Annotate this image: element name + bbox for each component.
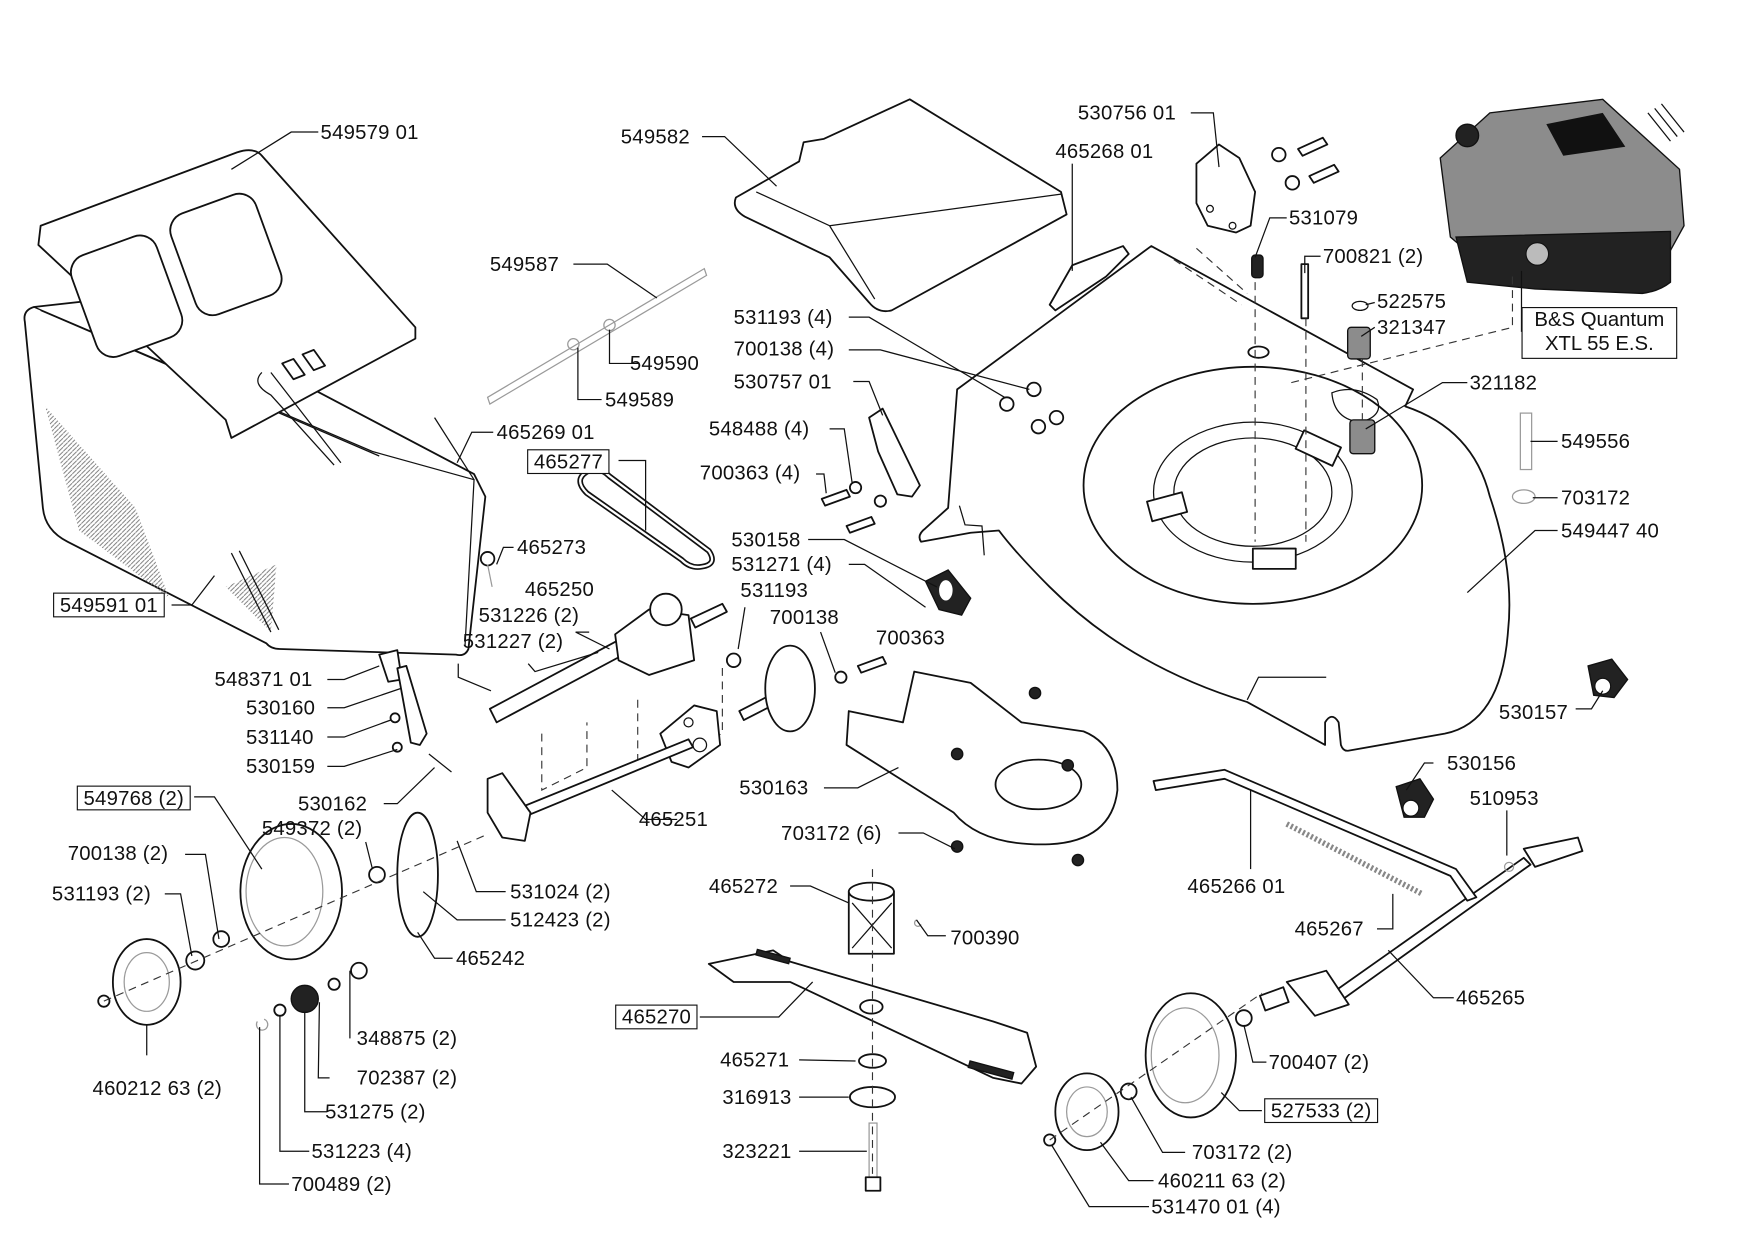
part-label: 700407 (2) [1268,1050,1370,1074]
part-label: 531275 (2) [325,1100,426,1124]
part-label: 465250 [524,577,594,601]
engine-bracket [1173,136,1340,306]
part-label: 530756 01 [1077,101,1176,125]
part-label-boxed: 549591 01 [53,592,165,618]
wheel-caps [1395,658,1629,818]
part-label: 700363 [875,626,946,650]
gearbox [488,592,728,792]
part-label: 548488 (4) [708,417,810,441]
front-axle-plate [486,644,887,842]
part-label: 465273 [516,536,587,559]
part-label: 549447 40 [1560,519,1660,542]
part-label: 549589 [604,388,675,411]
part-label: 530163 [739,776,809,800]
part-label: 465266 01 [1187,874,1286,898]
part-label: 531193 (4) [733,305,833,329]
part-label: 465265 [1456,986,1526,1010]
part-label: 703172 (6) [781,821,882,845]
part-label: 702387 (2) [356,1066,458,1090]
handle-rod [486,267,708,406]
part-label: 348875 (2) [356,1027,458,1050]
part-label: 549372 (2) [261,817,363,840]
part-label: 531140 [246,725,314,749]
blade [707,869,1038,1192]
part-label: 549556 [1560,430,1631,453]
part-label: 530160 [246,696,316,719]
part-label: 522575 [1377,290,1447,313]
height-lever [378,551,496,773]
part-label: 321347 [1377,316,1447,339]
spring [1285,821,1424,897]
part-label: 531271 (4) [731,553,832,576]
part-label: 530162 [297,792,368,815]
part-label: 531079 [1288,206,1359,230]
part-label: 531223 (4) [311,1139,413,1163]
part-label: 530157 [1498,700,1569,724]
part-label: 549587 [489,252,560,276]
part-label: 460211 63 (2) [1158,1169,1286,1192]
part-label: 531193 [740,579,809,602]
part-label: 700390 [950,926,1020,950]
bolt-hardware [1251,254,1536,542]
engine-model-label: B&S Quantum XTL 55 E.S. [1521,307,1678,359]
part-label: 316913 [722,1085,792,1109]
part-label: 465268 01 [1055,139,1154,163]
part-label: 465271 [720,1048,790,1072]
part-label: 465267 [1294,917,1364,941]
part-label: 703172 [1560,486,1631,510]
part-label: 323221 [722,1139,792,1163]
part-label: 460212 63 (2) [92,1076,223,1100]
part-label: 549579 01 [320,120,419,144]
part-label: 530158 [731,528,801,551]
part-label: 465272 [708,874,778,898]
part-label: 700363 (4) [699,461,801,485]
part-label: 548371 01 [214,668,313,691]
grass-bag [23,294,487,657]
part-label: 512423 (2) [510,908,611,932]
part-label-boxed: 527533 (2) [1264,1098,1379,1124]
part-label: 549590 [629,352,699,375]
part-label: 465251 [638,808,708,831]
part-label: 531193 (2) [51,882,151,906]
part-label: 700489 (2) [291,1172,392,1196]
part-label-boxed: 465270 [615,1004,698,1030]
part-label: 700138 [769,606,839,629]
cable-clip [924,569,972,616]
drive-belt [577,466,715,570]
part-label: 510953 [1469,786,1539,810]
part-label: 465242 [455,946,526,970]
lever-rod [1152,768,1478,902]
part-label-boxed: 549768 (2) [76,785,191,811]
part-label: 700138 (2) [67,842,169,865]
height-bracket [820,381,1065,534]
deck-cover [845,670,1119,867]
rear-flap [733,98,1068,313]
rear-wheel-right [1043,992,1263,1152]
part-label-boxed: 465277 [527,449,610,475]
part-label: 549582 [620,125,690,148]
part-label: 700821 (2) [1322,244,1424,268]
part-label: 321182 [1469,371,1538,394]
part-label: 530156 [1446,751,1517,775]
part-label: 530757 01 [733,370,832,393]
part-label: 703172 (2) [1191,1141,1293,1164]
mower-deck [918,245,1511,752]
engine [1439,98,1685,295]
engine-model-line1: B&S Quantum [1534,308,1665,331]
part-label: 531227 (2) [462,629,564,653]
rear-axle [1259,836,1584,1017]
part-label: 530159 [246,755,316,778]
leader-lines [146,112,1604,1208]
part-label: 465269 01 [496,421,595,444]
part-label: 700138 (4) [733,337,835,361]
engine-model-line2: XTL 55 E.S. [1544,331,1654,355]
part-label: 531226 (2) [478,603,580,627]
bag-lid [37,149,417,466]
part-label: 531024 (2) [510,880,611,903]
part-label: 531470 01 (4) [1151,1195,1281,1218]
